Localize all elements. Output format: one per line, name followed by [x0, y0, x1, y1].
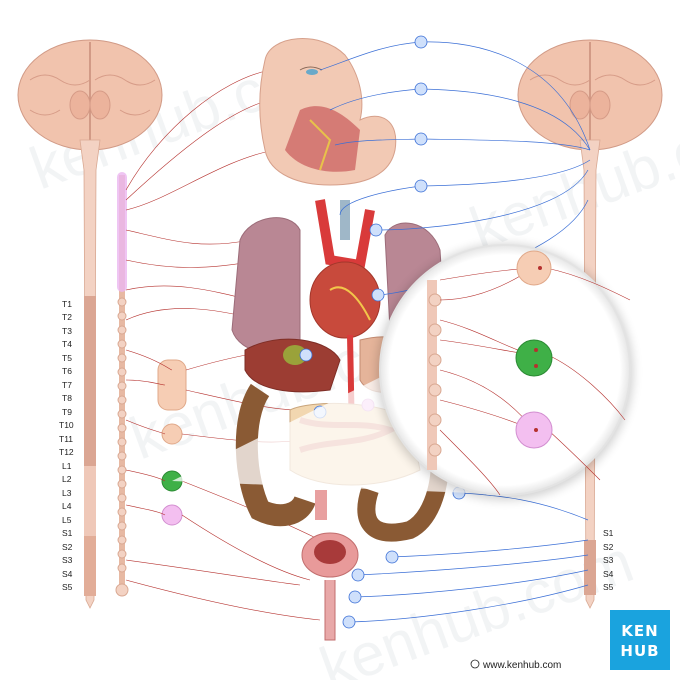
- svg-text:T3: T3: [62, 326, 72, 336]
- svg-text:S5: S5: [62, 582, 73, 592]
- magnifier: [172, 244, 633, 500]
- kenhub-logo[interactable]: KEN HUB: [610, 610, 670, 670]
- svg-text:L1: L1: [62, 461, 72, 471]
- left-brain: [17, 39, 163, 151]
- svg-text:T10: T10: [59, 420, 74, 430]
- svg-text:S4: S4: [603, 569, 614, 579]
- svg-text:S3: S3: [62, 555, 73, 565]
- svg-text:T12: T12: [59, 447, 74, 457]
- magnifier-content: [427, 250, 631, 496]
- svg-text:L5: L5: [62, 515, 72, 525]
- svg-text:T11: T11: [59, 434, 73, 444]
- svg-text:S1: S1: [603, 528, 614, 538]
- svg-text:S1: S1: [62, 528, 73, 538]
- svg-text:S2: S2: [603, 542, 614, 552]
- left-segment-labels: T1 T2 T3 T4 T5 T6 T7 T8 T9 T10 T11 T12 L…: [59, 299, 74, 592]
- svg-text:L2: L2: [62, 474, 72, 484]
- sympathetic-trunk: [115, 172, 129, 597]
- right-segment-labels: S1 S2 S3 S4 S5: [603, 528, 614, 592]
- svg-text:KEN: KEN: [621, 622, 658, 640]
- svg-text:T4: T4: [62, 339, 72, 349]
- bladder-reproductive: [301, 532, 359, 641]
- credit: www.kenhub.com: [470, 659, 561, 671]
- right-brain: [517, 39, 663, 151]
- svg-text:www.kenhub.com: www.kenhub.com: [482, 660, 561, 671]
- head-illustration: [259, 38, 397, 186]
- svg-text:S5: S5: [603, 582, 614, 592]
- svg-text:T6: T6: [62, 366, 72, 376]
- svg-text:T7: T7: [62, 380, 72, 390]
- prevertebral-ganglia: [157, 359, 187, 526]
- left-spinal-cord: [79, 139, 101, 609]
- svg-text:T1: T1: [62, 299, 72, 309]
- svg-text:T5: T5: [62, 353, 72, 363]
- svg-text:L3: L3: [62, 488, 72, 498]
- svg-text:HUB: HUB: [620, 642, 659, 660]
- svg-text:S3: S3: [603, 555, 614, 565]
- svg-text:S2: S2: [62, 542, 73, 552]
- svg-text:L4: L4: [62, 501, 72, 511]
- svg-text:T8: T8: [62, 393, 72, 403]
- svg-text:S4: S4: [62, 569, 73, 579]
- svg-text:T9: T9: [62, 407, 72, 417]
- svg-text:T2: T2: [62, 312, 72, 322]
